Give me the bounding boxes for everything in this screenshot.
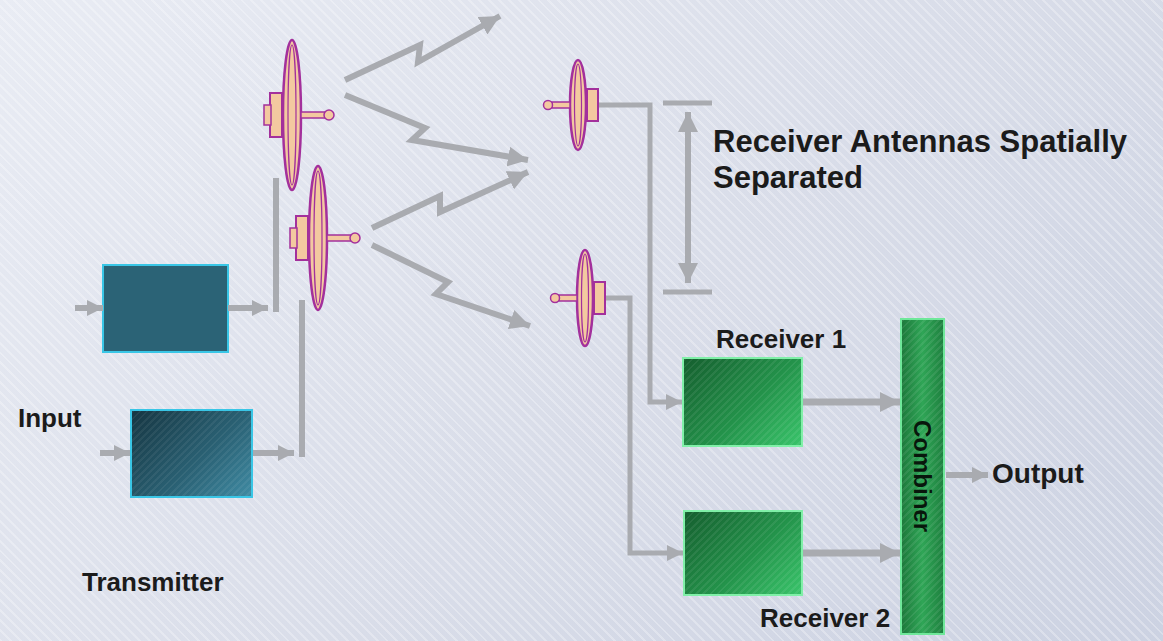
output-label: Output — [992, 458, 1084, 490]
transmitter-box — [103, 265, 228, 352]
transmit-antenna — [264, 40, 334, 190]
input-label: Input — [18, 404, 82, 434]
radio-path — [345, 16, 500, 80]
feed-line — [228, 305, 268, 311]
feed-line — [299, 300, 305, 457]
receiver-label: Receiver 1 — [716, 325, 846, 355]
receive-antenna — [551, 250, 606, 346]
feed-line — [273, 178, 279, 312]
signal-arrow — [803, 399, 900, 406]
feed-line — [599, 105, 682, 402]
receiver-label: Receiver 2 — [760, 604, 890, 634]
input-arrow — [100, 450, 130, 456]
dimension-bar — [663, 101, 712, 106]
feed-line — [606, 298, 683, 553]
radio-path — [372, 245, 530, 326]
dimension-bar — [663, 290, 712, 295]
receiver-box: Receiver 1 — [682, 357, 803, 447]
transmitter-box: Transmitter — [130, 409, 253, 498]
input-arrow — [75, 305, 103, 311]
transmit-antenna — [290, 166, 360, 310]
combiner-bar: Combiner — [900, 318, 945, 635]
transmitter-label: Transmitter — [82, 568, 224, 598]
receive-antenna — [544, 60, 599, 150]
annotation-text: Receiver Antennas Spatially Separated — [713, 124, 1143, 195]
receiver-box: Receiver 2 — [683, 510, 803, 596]
signal-arrow — [803, 550, 900, 557]
radio-path — [345, 95, 528, 160]
dimension-arrow — [685, 112, 691, 283]
radio-path — [372, 172, 528, 228]
output-arrow — [946, 472, 988, 478]
feed-line — [253, 450, 294, 456]
combiner-label: Combiner — [909, 420, 937, 532]
